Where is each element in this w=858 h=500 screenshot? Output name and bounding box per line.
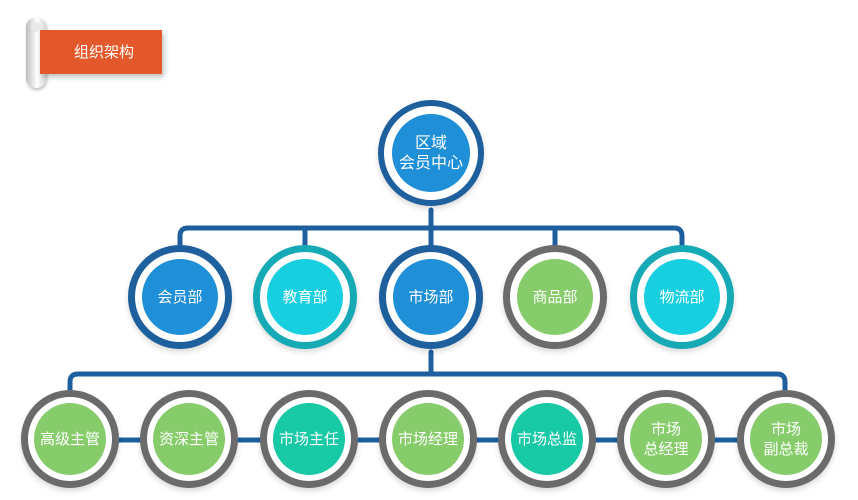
root-line1: 区域 — [414, 133, 447, 152]
position-node-senior-supervisor: 高级主管 — [21, 390, 119, 488]
dept-label: 教育部 — [282, 288, 328, 306]
dept-label: 物流部 — [659, 288, 705, 306]
position-node-market-director: 市场主任 — [260, 390, 358, 488]
dept-node-logistics: 物流部 — [630, 245, 734, 349]
position-line1: 市场主任 — [278, 430, 339, 448]
root-node: 区域 会员中心 — [378, 100, 484, 206]
connector-pos-bus — [67, 371, 788, 397]
position-node-market-manager: 市场经理 — [379, 390, 477, 488]
dept-node-member: 会员部 — [128, 245, 232, 349]
dept-label: 商品部 — [532, 288, 578, 306]
position-line1: 资深主管 — [158, 430, 219, 448]
dept-label: 市场部 — [408, 288, 454, 306]
position-node-market-chief: 市场总监 — [498, 390, 596, 488]
title-banner: 组织架构 — [40, 30, 162, 74]
root-line2: 会员中心 — [398, 153, 463, 172]
banner-title: 组织架构 — [74, 43, 135, 61]
dept-node-education: 教育部 — [253, 245, 357, 349]
dept-node-market: 市场部 — [379, 245, 483, 349]
position-line2: 副总裁 — [763, 440, 809, 458]
dept-node-goods: 商品部 — [503, 245, 607, 349]
position-line1: 高级主管 — [39, 430, 100, 448]
position-node-vice-president: 市场 副总裁 — [737, 390, 835, 488]
position-line1: 市场 — [650, 420, 681, 438]
position-node-general-manager: 市场 总经理 — [617, 390, 715, 488]
position-line1: 市场 — [770, 420, 801, 438]
dept-label: 会员部 — [157, 288, 203, 306]
position-node-chief-supervisor: 资深主管 — [140, 390, 238, 488]
position-line1: 市场总监 — [516, 430, 577, 448]
position-line1: 市场经理 — [397, 430, 458, 448]
position-line2: 总经理 — [643, 440, 689, 458]
